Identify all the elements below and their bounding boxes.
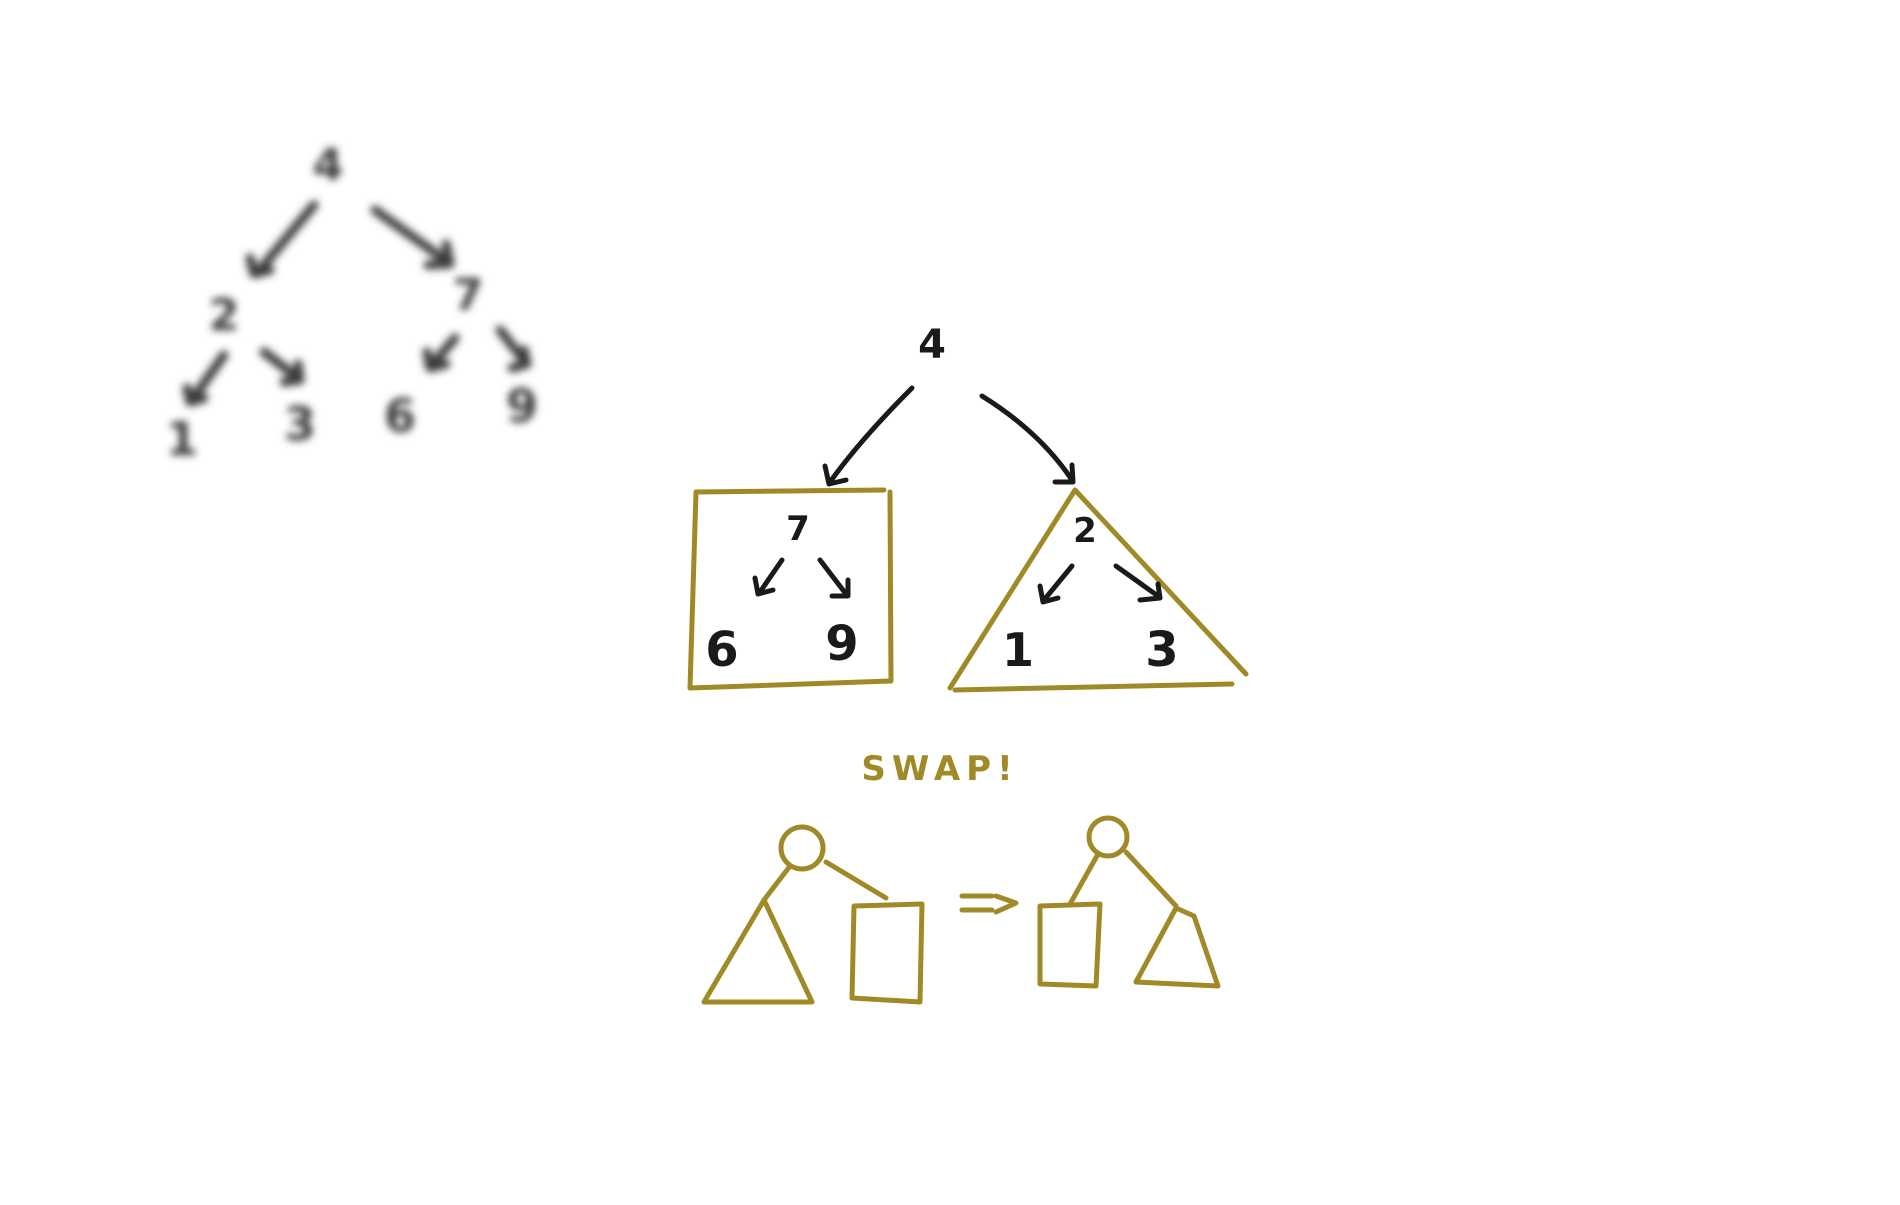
original-leaf-9: 9 (506, 379, 538, 433)
left-subtree-edge-left (752, 557, 785, 597)
original-node-2: 2 (209, 290, 240, 341)
left-subtree-edge-right (817, 557, 851, 599)
inverted-root-node: 4 (918, 322, 946, 368)
left-subtree-root: 7 (786, 509, 810, 549)
before-root-circle (778, 824, 826, 872)
after-root-circle (1086, 815, 1130, 859)
after-square (1037, 901, 1103, 989)
left-subtree-leaf-6: 6 (705, 622, 738, 678)
original-edge-2-left (182, 350, 229, 407)
before-square (849, 901, 925, 1005)
inverted-edge-root-right (979, 393, 1076, 485)
left-subtree-square-outline (687, 487, 894, 691)
original-edge-root-left (245, 200, 319, 279)
swap-illustration (701, 815, 1221, 1005)
right-subtree-leaf-1: 1 (1002, 623, 1034, 677)
left-subtree-leaf-9: 9 (825, 616, 858, 672)
swap-label: SWAP! (861, 749, 1018, 789)
after-tree-icon (1037, 815, 1221, 989)
right-subtree-triangle-outline (947, 487, 1249, 693)
before-tree-icon (701, 824, 925, 1005)
original-edge-7-left (422, 333, 460, 373)
right-subtree-edge-right (1113, 563, 1163, 603)
inverted-edge-root-left (822, 385, 915, 487)
swap-arrow-icon (959, 893, 1019, 915)
before-triangle (701, 897, 815, 1005)
original-leaf-1: 1 (166, 412, 198, 466)
original-leaf-3: 3 (284, 397, 316, 451)
original-tree: 4 2 7 1 3 6 9 (166, 140, 538, 466)
right-subtree: 2 1 3 (947, 487, 1249, 693)
inverted-tree: 4 7 6 9 2 1 3 (687, 322, 1249, 693)
after-edge-right (1123, 849, 1179, 909)
right-subtree-root: 2 (1073, 511, 1097, 551)
right-subtree-leaf-3: 3 (1145, 622, 1178, 678)
left-subtree: 7 6 9 (687, 487, 894, 691)
before-edge-right (823, 859, 889, 901)
original-edge-2-right (259, 347, 305, 387)
before-edge-left (761, 863, 793, 903)
right-subtree-edge-left (1037, 563, 1075, 605)
after-triangle (1133, 905, 1221, 989)
original-node-7: 7 (453, 270, 484, 321)
original-edge-root-right (370, 205, 455, 270)
original-root-node: 4 (313, 140, 344, 191)
original-leaf-6: 6 (384, 389, 416, 443)
after-edge-left (1067, 851, 1101, 907)
original-edge-7-right (495, 325, 532, 373)
